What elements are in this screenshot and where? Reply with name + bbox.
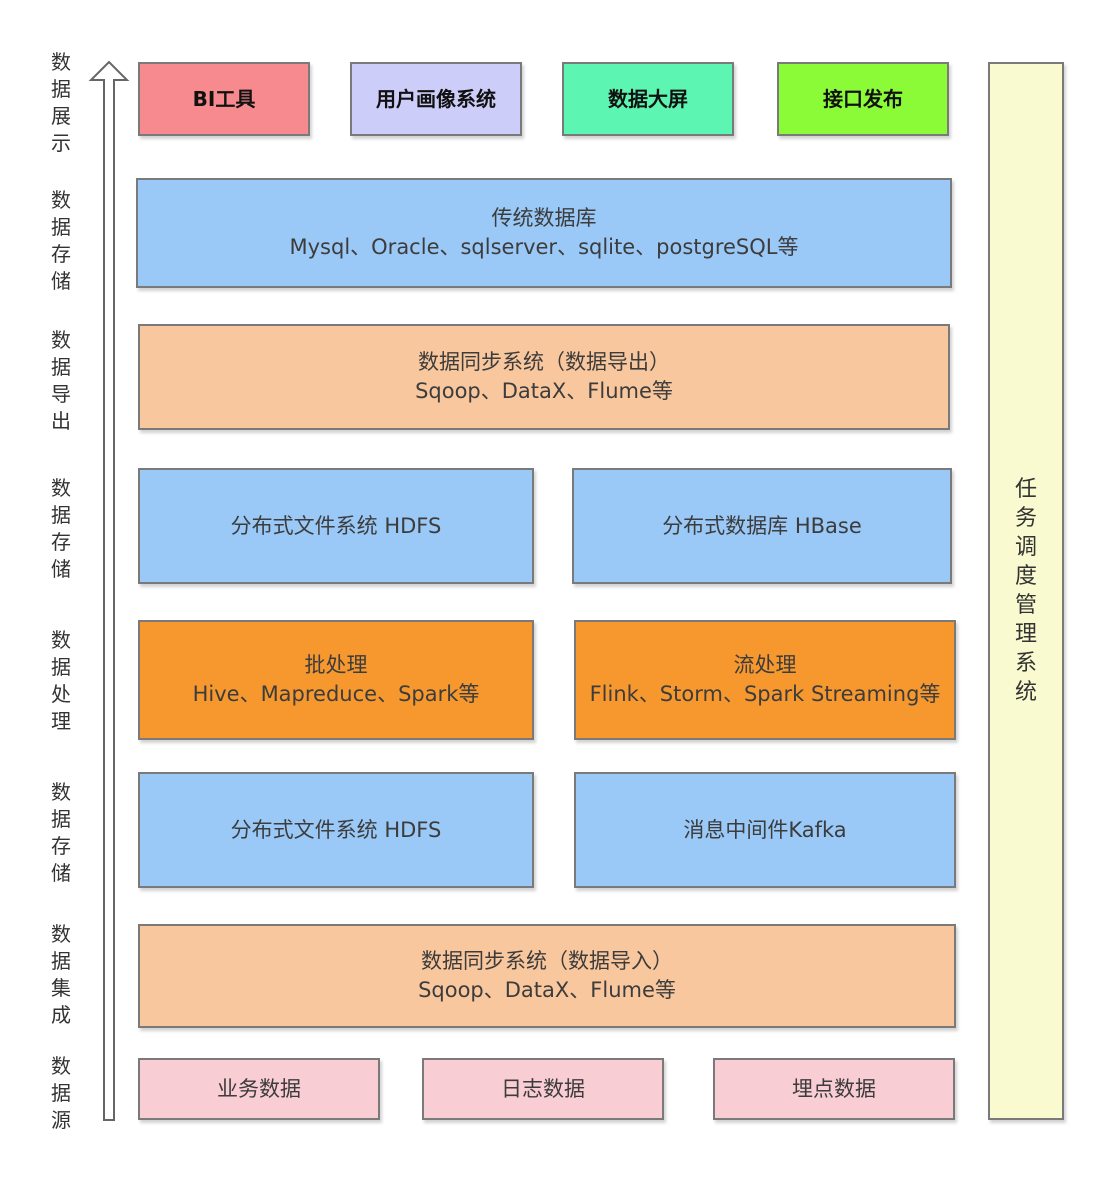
bi-tools-label: BI工具 xyxy=(192,86,256,111)
vertical-char: 成 xyxy=(51,1003,71,1027)
export-sync-title: 数据同步系统（数据导出） xyxy=(418,350,670,374)
vertical-char: 据 xyxy=(51,807,71,831)
batch-processing-title: 批处理 xyxy=(304,653,368,677)
vertical-char: 理 xyxy=(51,709,71,733)
layer-label-processing: 数据处理 xyxy=(40,626,82,736)
vertical-char: 据 xyxy=(51,655,71,679)
hdfs-label-bottom: 分布式文件系统 HDFS xyxy=(230,817,442,842)
vertical-char: 理 xyxy=(1014,622,1037,647)
layer-label-integration: 数据集成 xyxy=(40,920,82,1030)
vertical-char: 处 xyxy=(51,682,71,706)
traditional-db-title: 传统数据库 xyxy=(491,206,597,230)
vertical-char: 管 xyxy=(1014,593,1037,618)
api-publish-box: 接口发布 xyxy=(777,62,949,136)
hdfs-label-top: 分布式文件系统 HDFS xyxy=(230,513,442,538)
vertical-char: 统 xyxy=(1014,680,1037,705)
layer-label-source: 数据源 xyxy=(40,1052,82,1134)
bi-tools-box: BI工具 xyxy=(138,62,310,136)
layer-label-storage-hdfs-hbase: 数据存储 xyxy=(40,474,82,584)
vertical-char: 系 xyxy=(1014,651,1037,676)
layer-label-storage-db: 数据存储 xyxy=(40,186,82,296)
vertical-char: 储 xyxy=(51,269,71,293)
vertical-char: 据 xyxy=(51,949,71,973)
vertical-char: 示 xyxy=(51,131,71,155)
import-sync-title: 数据同步系统（数据导入） xyxy=(421,949,673,973)
vertical-char: 任 xyxy=(1014,477,1037,502)
vertical-char: 调 xyxy=(1014,535,1037,560)
vertical-char: 度 xyxy=(1014,564,1037,589)
batch-processing-box: 批处理 Hive、Mapreduce、Spark等 xyxy=(138,620,534,740)
vertical-char: 存 xyxy=(51,834,71,858)
vertical-char: 储 xyxy=(51,861,71,885)
kafka-label: 消息中间件Kafka xyxy=(683,817,847,842)
vertical-char: 数 xyxy=(51,922,71,946)
business-data-label: 业务数据 xyxy=(217,1076,301,1101)
batch-processing-detail: Hive、Mapreduce、Spark等 xyxy=(192,682,480,706)
stream-processing-title: 流处理 xyxy=(733,653,797,677)
vertical-char: 数 xyxy=(51,50,71,74)
vertical-char: 存 xyxy=(51,530,71,554)
vertical-char: 据 xyxy=(51,355,71,379)
stream-processing-box: 流处理 Flink、Storm、Spark Streaming等 xyxy=(574,620,956,740)
api-publish-label: 接口发布 xyxy=(823,86,903,111)
vertical-char: 数 xyxy=(51,1053,71,1078)
log-data-label: 日志数据 xyxy=(501,1076,585,1101)
data-screen-label: 数据大屏 xyxy=(608,86,688,111)
vertical-char: 导 xyxy=(51,382,71,406)
vertical-char: 集 xyxy=(51,976,71,1000)
user-portrait-label: 用户画像系统 xyxy=(376,86,496,111)
hdfs-box-top: 分布式文件系统 HDFS xyxy=(138,468,534,584)
layer-label-export: 数据导出 xyxy=(40,326,82,436)
tracking-data-label: 埋点数据 xyxy=(792,1076,876,1101)
layer-label-display: 数据展示 xyxy=(40,48,82,158)
vertical-char: 存 xyxy=(51,242,71,266)
user-portrait-box: 用户画像系统 xyxy=(350,62,522,136)
vertical-char: 出 xyxy=(51,409,71,433)
vertical-char: 数 xyxy=(51,628,71,652)
log-data-box: 日志数据 xyxy=(422,1058,664,1120)
export-sync-detail: Sqoop、DataX、Flume等 xyxy=(415,379,673,403)
traditional-db-box: 传统数据库 Mysql、Oracle、sqlserver、sqlite、post… xyxy=(136,178,952,288)
vertical-char: 据 xyxy=(51,77,71,101)
vertical-char: 据 xyxy=(51,1080,71,1105)
vertical-char: 据 xyxy=(51,215,71,239)
vertical-char: 数 xyxy=(51,780,71,804)
vertical-char: 据 xyxy=(51,503,71,527)
vertical-char: 展 xyxy=(51,104,71,128)
vertical-char: 储 xyxy=(51,557,71,581)
import-sync-box: 数据同步系统（数据导入） Sqoop、DataX、Flume等 xyxy=(138,924,956,1028)
tracking-data-box: 埋点数据 xyxy=(713,1058,955,1120)
export-sync-box: 数据同步系统（数据导出） Sqoop、DataX、Flume等 xyxy=(138,324,950,430)
vertical-char: 数 xyxy=(51,328,71,352)
stream-processing-detail: Flink、Storm、Spark Streaming等 xyxy=(589,682,941,706)
import-sync-detail: Sqoop、DataX、Flume等 xyxy=(418,978,676,1002)
hdfs-box-bottom: 分布式文件系统 HDFS xyxy=(138,772,534,888)
layer-label-storage-hdfs-kafka: 数据存储 xyxy=(40,778,82,888)
business-data-box: 业务数据 xyxy=(138,1058,380,1120)
hbase-label: 分布式数据库 HBase xyxy=(662,513,862,538)
data-screen-box: 数据大屏 xyxy=(562,62,734,136)
vertical-char: 数 xyxy=(51,188,71,212)
vertical-char: 源 xyxy=(51,1107,71,1132)
flow-up-arrow-icon xyxy=(88,60,130,1121)
vertical-char: 数 xyxy=(51,476,71,500)
kafka-box: 消息中间件Kafka xyxy=(574,772,956,888)
vertical-char: 务 xyxy=(1014,506,1037,531)
hbase-box: 分布式数据库 HBase xyxy=(572,468,952,584)
task-scheduler-box: 任务调度管理系统 xyxy=(988,62,1064,1120)
traditional-db-detail: Mysql、Oracle、sqlserver、sqlite、postgreSQL… xyxy=(289,235,799,259)
